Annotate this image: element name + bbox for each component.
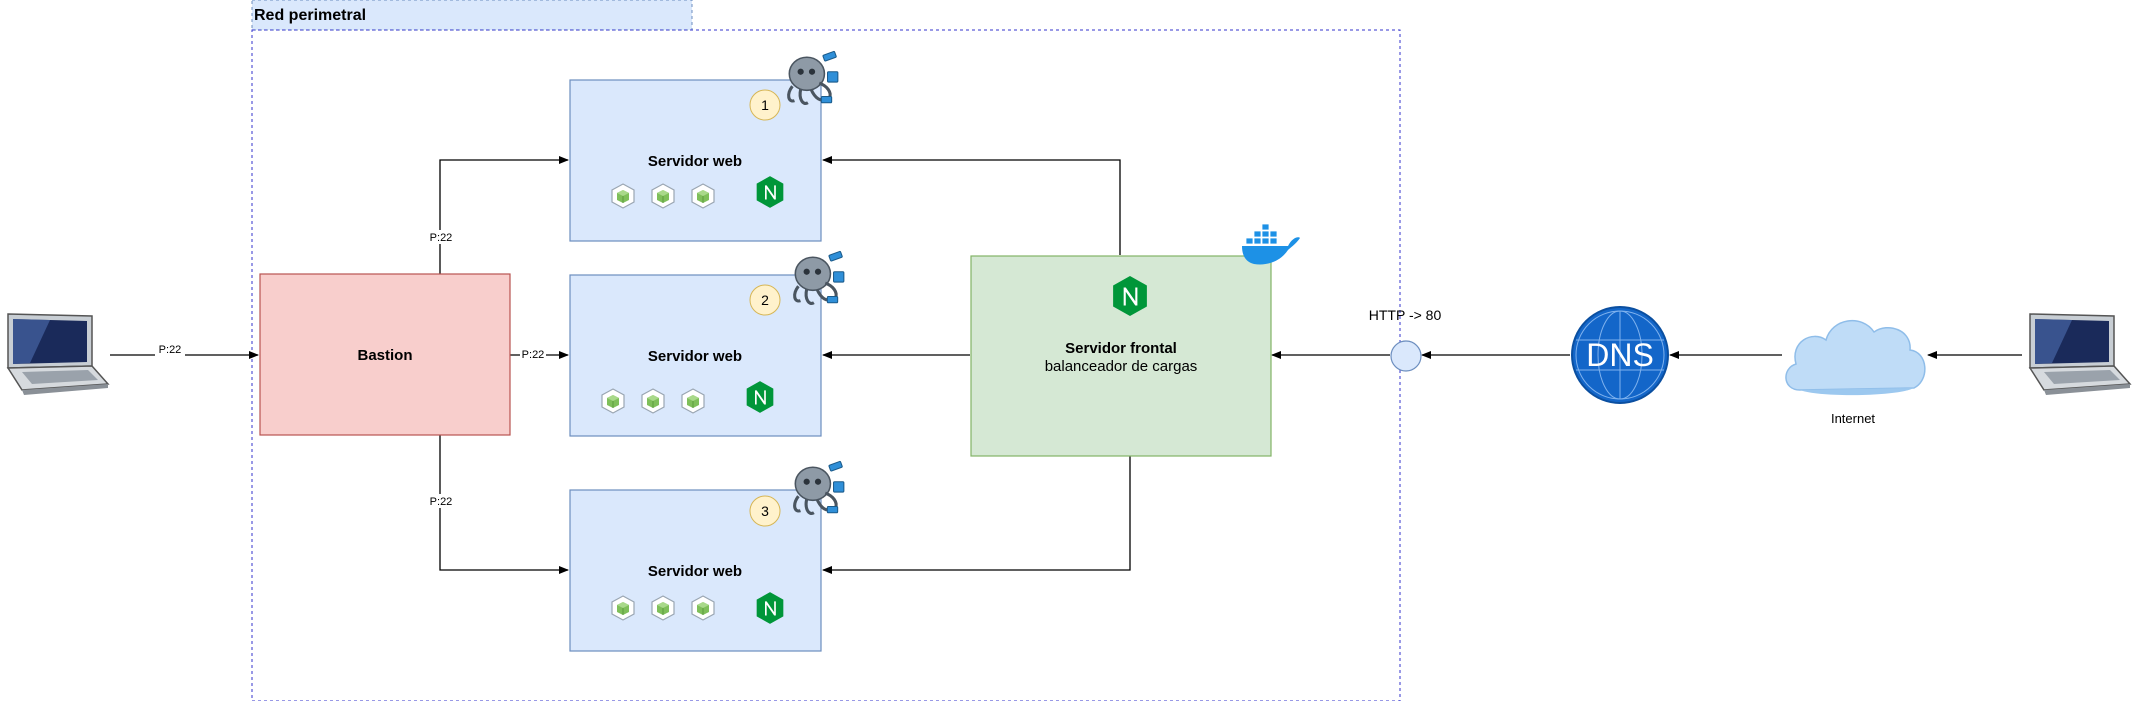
web-server-1-title: Servidor web [648,153,742,170]
perimeter-zone-title: Red perimetral [254,7,366,24]
bastion-box [259,273,511,436]
node-cube-icon [601,388,625,414]
node-cube-icon [691,595,715,621]
web-server-2-title: Servidor web [648,348,742,365]
node-cube-icon [641,388,665,414]
node-cube-icon [611,595,635,621]
node-cube-icon [651,183,675,209]
frontal-server: Servidor frontal balanceador de cargas [970,255,1272,457]
label-bastion-web1: P:22 [430,232,453,244]
web-server-2: Servidor web 2 [569,249,846,437]
edge-bastion-web1 [439,156,569,274]
laptop-icon [7,313,109,396]
perimeter-zone-header [251,0,693,31]
node-cube-icon [651,595,675,621]
edge-bastion-web3 [439,435,569,574]
web-server-3-badge [749,495,781,527]
dns-label: DNS [1586,337,1654,373]
web-server-2-badge-number: 2 [761,292,769,308]
edge-labels: P:22 P:22 P:22 P:22 HTTP -> 80 [155,230,1441,508]
label-bastion-web3: P:22 [430,496,453,508]
label-http-port: HTTP -> 80 [1369,307,1442,323]
web-server-3-badge-number: 3 [761,503,769,519]
frontal-server-title: Servidor frontal [1065,340,1177,357]
label-laptop-bastion: P:22 [159,344,182,356]
http-port-node [1390,340,1422,372]
cloud-icon [1785,319,1926,396]
bastion-label: Bastion [357,347,412,364]
web-server-2-badge [749,284,781,316]
web-server-1-badge [749,89,781,121]
label-bastion-web2: P:22 [522,349,545,361]
web-server-1-badge-number: 1 [761,97,769,113]
web-server-3-title: Servidor web [648,563,742,580]
laptop-icon [2029,313,2131,396]
node-cube-icon [691,183,715,209]
edge-frontal-web3 [822,455,1131,574]
node-cube-icon [681,388,705,414]
edge-frontal-web1 [822,156,1121,255]
internet-label: Internet [1831,411,1875,426]
docker-icon [1242,223,1300,265]
node-cube-icon [611,183,635,209]
web-server-1: Servidor web 1 [569,49,840,242]
dns-globe-icon: DNS [1571,306,1669,404]
frontal-server-subtitle: balanceador de cargas [1045,358,1198,375]
web-server-3: Servidor web 3 [569,459,846,652]
